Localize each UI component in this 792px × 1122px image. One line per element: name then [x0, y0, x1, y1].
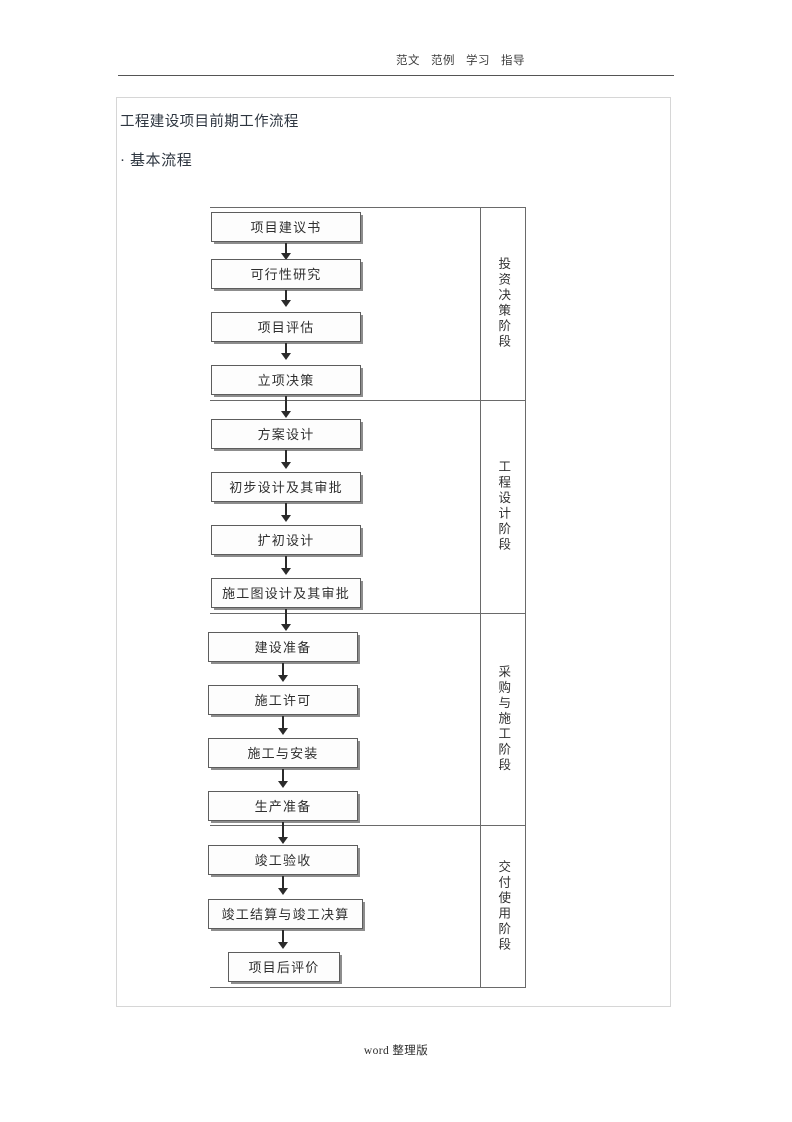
table-bottom-border	[210, 987, 526, 988]
flow-step-label: 初步设计及其审批	[229, 479, 343, 495]
flow-step-label: 生产准备	[254, 798, 312, 814]
flow-step-box: 施工与安装	[208, 738, 358, 768]
phase-label: 交付使用阶段	[496, 859, 511, 953]
header-keyword-1: 范例	[431, 55, 455, 67]
flow-step-label: 可行性研究	[250, 266, 322, 282]
phase-label: 工程设计阶段	[496, 460, 511, 553]
flow-step-box: 可行性研究	[211, 259, 361, 289]
table-top-border	[210, 207, 526, 208]
flow-arrow	[281, 556, 291, 575]
flow-step-box: 竣工验收	[208, 845, 358, 875]
header-keywords: 范文范例学习指导	[396, 52, 536, 68]
flow-step-label: 竣工验收	[254, 852, 312, 868]
flow-arrow	[278, 769, 288, 788]
flow-arrow	[281, 503, 291, 522]
flow-step-box: 建设准备	[208, 632, 358, 662]
page-subtitle: · 基本流程	[120, 153, 193, 169]
flow-arrow	[278, 663, 288, 682]
flow-step-box: 方案设计	[211, 419, 361, 449]
flow-step-box: 生产准备	[208, 791, 358, 821]
flow-step-box: 项目评估	[211, 312, 361, 342]
flow-step-box: 项目建议书	[211, 212, 361, 242]
flow-step-box: 初步设计及其审批	[211, 472, 361, 502]
header-keyword-3: 指导	[501, 55, 525, 67]
flow-arrow	[278, 876, 288, 895]
flow-step-box: 扩初设计	[211, 525, 361, 555]
flow-step-box: 施工许可	[208, 685, 358, 715]
flow-arrow	[281, 290, 291, 307]
table-row-rule-2	[210, 613, 526, 614]
flow-step-label: 施工图设计及其审批	[222, 585, 350, 601]
page-footer: word 整理版	[363, 1045, 429, 1057]
flow-step-box: 施工图设计及其审批	[211, 578, 361, 608]
flow-step-label: 立项决策	[257, 372, 315, 388]
table-row-rule-3	[210, 825, 526, 826]
flow-step-label: 施工许可	[254, 692, 312, 708]
flow-step-label: 竣工结算与竣工决算	[221, 906, 350, 922]
flow-step-label: 施工与安装	[247, 745, 319, 761]
flow-arrow	[281, 450, 291, 469]
page-title: 工程建设项目前期工作流程	[120, 114, 299, 130]
flow-arrow	[281, 396, 291, 418]
table-column-rule	[480, 207, 481, 988]
flow-step-label: 项目后评价	[248, 959, 320, 975]
flow-step-label: 建设准备	[254, 639, 312, 655]
header-divider	[118, 75, 674, 76]
page-header: 范文范例学习指导	[118, 52, 674, 82]
flow-step-label: 扩初设计	[257, 532, 315, 548]
table-row-rule-1	[210, 400, 526, 401]
flow-arrow	[278, 822, 288, 844]
phase-cell-design: 工程设计阶段	[481, 400, 525, 613]
phase-label: 投资决策阶段	[496, 257, 511, 350]
flow-step-box: 立项决策	[211, 365, 361, 395]
phase-cell-procurement: 采购与施工阶段	[481, 613, 525, 825]
flow-arrow	[281, 243, 291, 260]
flow-arrow	[278, 716, 288, 735]
table-right-border	[525, 207, 526, 988]
flow-arrow	[278, 930, 288, 949]
flow-step-label: 项目评估	[257, 319, 315, 335]
flow-step-label: 项目建议书	[250, 219, 322, 235]
phase-label: 采购与施工阶段	[496, 664, 511, 774]
process-flowchart: 投资决策阶段 工程设计阶段 采购与施工阶段 交付使用阶段 项目建议书 可行性研究…	[208, 207, 526, 988]
header-keyword-0: 范文	[396, 55, 420, 67]
phase-cell-investment: 投资决策阶段	[481, 207, 525, 400]
header-keyword-2: 学习	[466, 55, 490, 67]
flow-arrow	[281, 609, 291, 631]
flow-step-box: 项目后评价	[228, 952, 340, 982]
phase-cell-delivery: 交付使用阶段	[481, 825, 525, 987]
flow-arrow	[281, 343, 291, 360]
flow-step-box: 竣工结算与竣工决算	[208, 899, 363, 929]
flow-step-label: 方案设计	[257, 426, 315, 442]
